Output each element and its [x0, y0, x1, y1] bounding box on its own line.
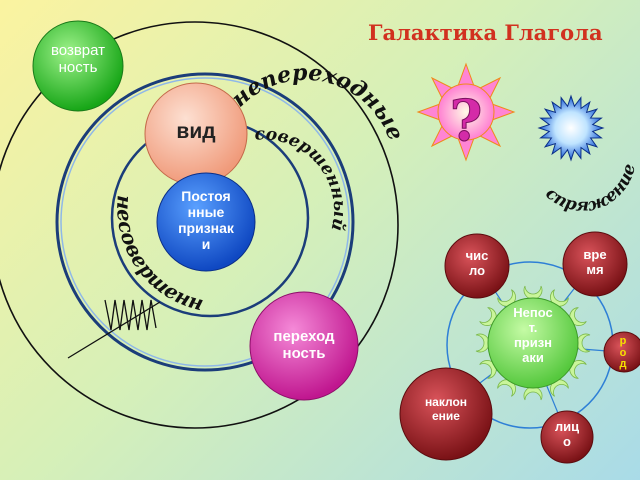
bubble-litso [540, 410, 594, 464]
bubble-naklonenie [399, 367, 493, 461]
label-vremya: вре мя [583, 247, 607, 277]
label-nepost: Непос т. призн aки [513, 305, 553, 365]
crescent-shape [523, 386, 543, 401]
crescent-shape [479, 307, 497, 326]
scribble-ray [67, 299, 161, 359]
bubble-chislo [444, 233, 510, 299]
label-vid: вид [176, 120, 216, 143]
middle-orbit [55, 72, 355, 372]
sun-icon [416, 62, 516, 162]
label-perekhodnost: переход ность [273, 328, 335, 363]
crescent-shape [550, 289, 569, 307]
label-naklonenie: наклон ение [424, 395, 468, 423]
crescent-shape [523, 285, 543, 300]
crescent-shape [497, 379, 516, 397]
bubble-vremya [562, 231, 628, 297]
crescent-ring [475, 285, 591, 401]
page-title: Галактика Глагола [368, 20, 603, 45]
bubble-nepost [487, 297, 579, 389]
spiky-star-icon [537, 94, 605, 162]
arc-word-sovershenny: совершенный [254, 124, 349, 232]
label-postoyannye: Постоя нные признак и [178, 188, 234, 253]
crescent-shape [497, 289, 516, 307]
crescent-shape [479, 360, 497, 379]
arc-word-spryazhenie: спряжение [542, 162, 640, 216]
crescent-shape [569, 360, 587, 379]
label-rod: р о д [619, 335, 627, 371]
label-chislo: чис ло [465, 248, 489, 278]
outer-orbit [0, 21, 399, 429]
crescent-shape [550, 379, 569, 397]
nepost-cluster [399, 231, 640, 464]
crescent-shape [569, 307, 587, 326]
middle-orbit-inner-line [60, 77, 350, 367]
question-mark-icon: ? [450, 88, 483, 154]
label-vozvratnost: возврат ность [50, 42, 106, 77]
bubble-rod [603, 331, 640, 373]
bubble-vozvratnost [32, 20, 124, 112]
crescent-shape [576, 333, 591, 353]
label-litso: лиц о [554, 419, 580, 449]
bubble-postoyannye [156, 172, 256, 272]
bubble-perekhodnost [249, 291, 359, 401]
crescent-shape [475, 333, 490, 353]
